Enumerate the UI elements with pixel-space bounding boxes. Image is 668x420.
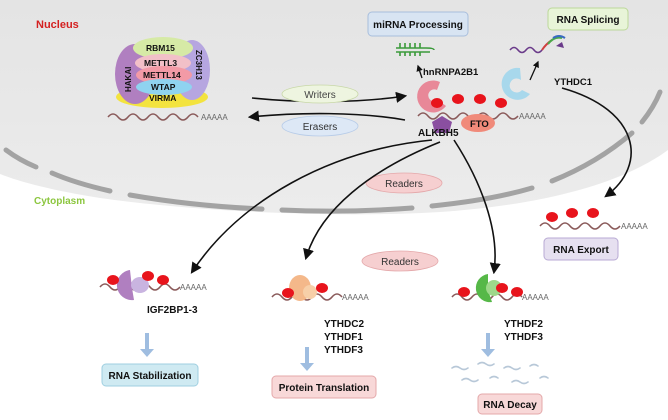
readers-label-upper: Readers: [385, 179, 423, 190]
nucleus-label: Nucleus: [36, 19, 79, 31]
erasers-arrow: [247, 110, 406, 122]
m6a-marks-igf2bp: [107, 271, 169, 285]
ythdf1-mrna: AAAAA: [271, 293, 369, 302]
writer-complex: RBM15 METTL3 METTL14 WTAP VIRMA HAKAI ZC…: [115, 37, 210, 108]
ythdf3-label-a: YTHDF3: [324, 345, 363, 356]
writers-label: Writers: [304, 90, 335, 101]
arrow-to-igf2bp: [190, 139, 433, 274]
protein-translation-box: Protein Translation: [271, 375, 377, 399]
poly-a-tail-ythdf2: AAAAA: [522, 293, 549, 302]
mirna-processing-label: miRNA Processing: [373, 20, 463, 31]
writer-label-wtap: WTAP: [151, 82, 176, 92]
nuclear-mrna-left: AAAAA: [107, 113, 228, 122]
writers-pill: Writers: [281, 84, 359, 104]
igf2bp-label: IGF2BP1-3: [147, 305, 198, 316]
rna-stabilization-label: RNA Stabilization: [109, 371, 192, 382]
decay-block-arrow: [481, 333, 495, 357]
poly-a-tail-igf2bp: AAAAA: [180, 283, 207, 292]
readers-label-lower: Readers: [381, 257, 419, 268]
protein-translation-label: Protein Translation: [279, 383, 370, 394]
m6a-marks-ythdf2: [458, 283, 523, 297]
rna-export-box: RNA Export: [543, 237, 619, 261]
rna-stabilization-box: RNA Stabilization: [101, 363, 199, 387]
m6a-marks-ythdf1: [282, 283, 328, 298]
ythdf2-label: YTHDF2: [504, 319, 543, 330]
mirna-hairpin-icon: [396, 43, 435, 56]
splicing-arrow: [529, 60, 539, 81]
arrow-to-ythdf2: [453, 139, 501, 275]
ythdf3-label-b: YTHDF3: [504, 332, 543, 343]
writer-label-mettl3: METTL3: [144, 58, 177, 68]
rna-export-label: RNA Export: [553, 245, 609, 256]
spliced-rna-icon: [509, 35, 566, 54]
alkbh5-protein: [432, 116, 452, 133]
mirna-arrow: [416, 64, 423, 79]
nucleus: [0, 0, 668, 215]
readers-pill-lower: Readers: [361, 250, 439, 272]
degraded-rna-fragments: [451, 361, 549, 385]
alkbh5-label: ALKBH5: [418, 128, 459, 139]
fto-protein: [461, 114, 495, 132]
fto-label: FTO: [470, 119, 489, 130]
ythdc1-protein: [501, 67, 530, 100]
poly-a-tail-center: AAAAA: [519, 112, 546, 121]
translation-block-arrow: [300, 347, 314, 371]
ythdf1-protein: [289, 275, 317, 301]
writer-label-hakai: HAKAI: [124, 67, 133, 92]
ythdc2-label: YTHDC2: [324, 319, 364, 330]
ythdf2-protein: [475, 274, 502, 303]
erasers-label: Erasers: [303, 122, 337, 133]
m6a-marks-nucleus: [431, 94, 507, 108]
rna-splicing-label: RNA Splicing: [557, 15, 620, 26]
export-mrna: AAAAA: [539, 208, 648, 231]
mettl14-subunit: [136, 66, 192, 84]
poly-a-tail-export: AAAAA: [621, 222, 648, 231]
writer-label-rbm15: RBM15: [146, 43, 175, 53]
rna-decay-box: RNA Decay: [477, 393, 543, 415]
rna-decay-label: RNA Decay: [483, 400, 537, 411]
erasers-pill: Erasers: [281, 115, 359, 137]
igf2bp-protein: [116, 270, 149, 301]
arrow-to-ythdf1: [303, 141, 441, 261]
stabilization-block-arrow: [140, 333, 154, 357]
hnrnpa2b1-label: hnRNPA2B1: [423, 67, 479, 78]
writer-label-mettl14: METTL14: [143, 70, 181, 80]
nuclear-envelope: [3, 89, 663, 214]
igf2bp-mrna: AAAAA: [99, 283, 207, 292]
poly-a-tail-ythdf1: AAAAA: [342, 293, 369, 302]
export-arrow: [561, 87, 632, 198]
writer-label-virma: VIRMA: [149, 93, 176, 103]
rna-splicing-box: RNA Splicing: [547, 7, 629, 31]
wtap-subunit: [136, 79, 192, 95]
poly-a-tail: AAAAA: [201, 113, 228, 122]
cytoplasm-label: Cytoplasm: [34, 196, 85, 207]
nucleus-body: [0, 0, 668, 215]
readers-pill-upper: Readers: [365, 172, 443, 194]
rbm15-subunit: [133, 37, 193, 59]
mirna-processing-box: miRNA Processing: [367, 11, 469, 37]
ythdc1-label: YTHDC1: [554, 77, 593, 88]
writer-label-zc3h13: ZC3H13: [194, 50, 203, 80]
ythdf1-label: YTHDF1: [324, 332, 363, 343]
